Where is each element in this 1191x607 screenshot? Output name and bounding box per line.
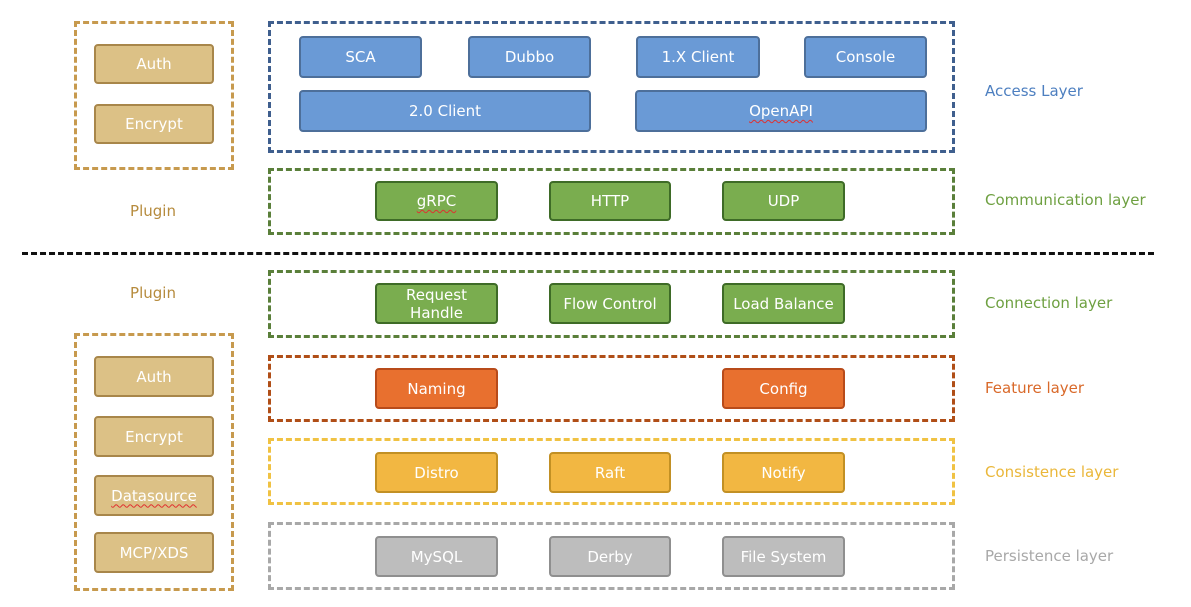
- communication-grpc-button[interactable]: gRPC: [375, 181, 498, 221]
- feature-config-button[interactable]: Config: [722, 368, 845, 409]
- plugin-top-auth[interactable]: Auth: [94, 44, 214, 84]
- access-sca-button[interactable]: SCA: [299, 36, 422, 78]
- connection-load-balance-button[interactable]: Load Balance: [722, 283, 845, 324]
- plugin-group-bottom: [74, 333, 234, 591]
- plugin-bottom-encrypt[interactable]: Encrypt: [94, 416, 214, 457]
- consistence-layer-box: [268, 438, 955, 505]
- consistence-notify-button[interactable]: Notify: [722, 452, 845, 493]
- access-openapi-label: OpenAPI: [749, 102, 813, 120]
- consistence-layer-label: Consistence layer: [985, 463, 1119, 481]
- plugin-group-top: [74, 21, 234, 170]
- access-layer-box: [268, 21, 955, 153]
- access-dubbo-button[interactable]: Dubbo: [468, 36, 591, 78]
- plugin-bottom-auth[interactable]: Auth: [94, 356, 214, 397]
- communication-layer-box: [268, 168, 955, 235]
- feature-naming-button[interactable]: Naming: [375, 368, 498, 409]
- communication-grpc-label: gRPC: [416, 192, 457, 210]
- plugin-label-bottom: Plugin: [130, 284, 176, 302]
- access-layer-label: Access Layer: [985, 82, 1083, 100]
- plugin-label-top: Plugin: [130, 202, 176, 220]
- plugin-bottom-datasource-label: Datasource: [111, 486, 197, 505]
- connection-flow-control-button[interactable]: Flow Control: [549, 283, 671, 324]
- feature-layer-box: [268, 355, 955, 422]
- plugin-bottom-datasource[interactable]: Datasource: [94, 475, 214, 516]
- connection-layer-box: [268, 270, 955, 338]
- access-2-0-client-button[interactable]: 2.0 Client: [299, 90, 591, 132]
- persistence-file-system-button[interactable]: File System: [722, 536, 845, 577]
- access-1x-client-button[interactable]: 1.X Client: [636, 36, 760, 78]
- plugin-top-encrypt[interactable]: Encrypt: [94, 104, 214, 144]
- plugin-bottom-mcp-xds[interactable]: MCP/XDS: [94, 532, 214, 573]
- consistence-raft-button[interactable]: Raft: [549, 452, 671, 493]
- consistence-distro-button[interactable]: Distro: [375, 452, 498, 493]
- access-openapi-button[interactable]: OpenAPI: [635, 90, 927, 132]
- communication-udp-button[interactable]: UDP: [722, 181, 845, 221]
- connection-layer-label: Connection layer: [985, 294, 1113, 312]
- feature-layer-label: Feature layer: [985, 379, 1085, 397]
- communication-http-button[interactable]: HTTP: [549, 181, 671, 221]
- access-console-button[interactable]: Console: [804, 36, 927, 78]
- persistence-mysql-button[interactable]: MySQL: [375, 536, 498, 577]
- section-divider: [22, 252, 1154, 255]
- persistence-derby-button[interactable]: Derby: [549, 536, 671, 577]
- communication-layer-label: Communication layer: [985, 191, 1146, 209]
- connection-request-handle-button[interactable]: Request Handle: [375, 283, 498, 324]
- persistence-layer-box: [268, 522, 955, 590]
- persistence-layer-label: Persistence layer: [985, 547, 1114, 565]
